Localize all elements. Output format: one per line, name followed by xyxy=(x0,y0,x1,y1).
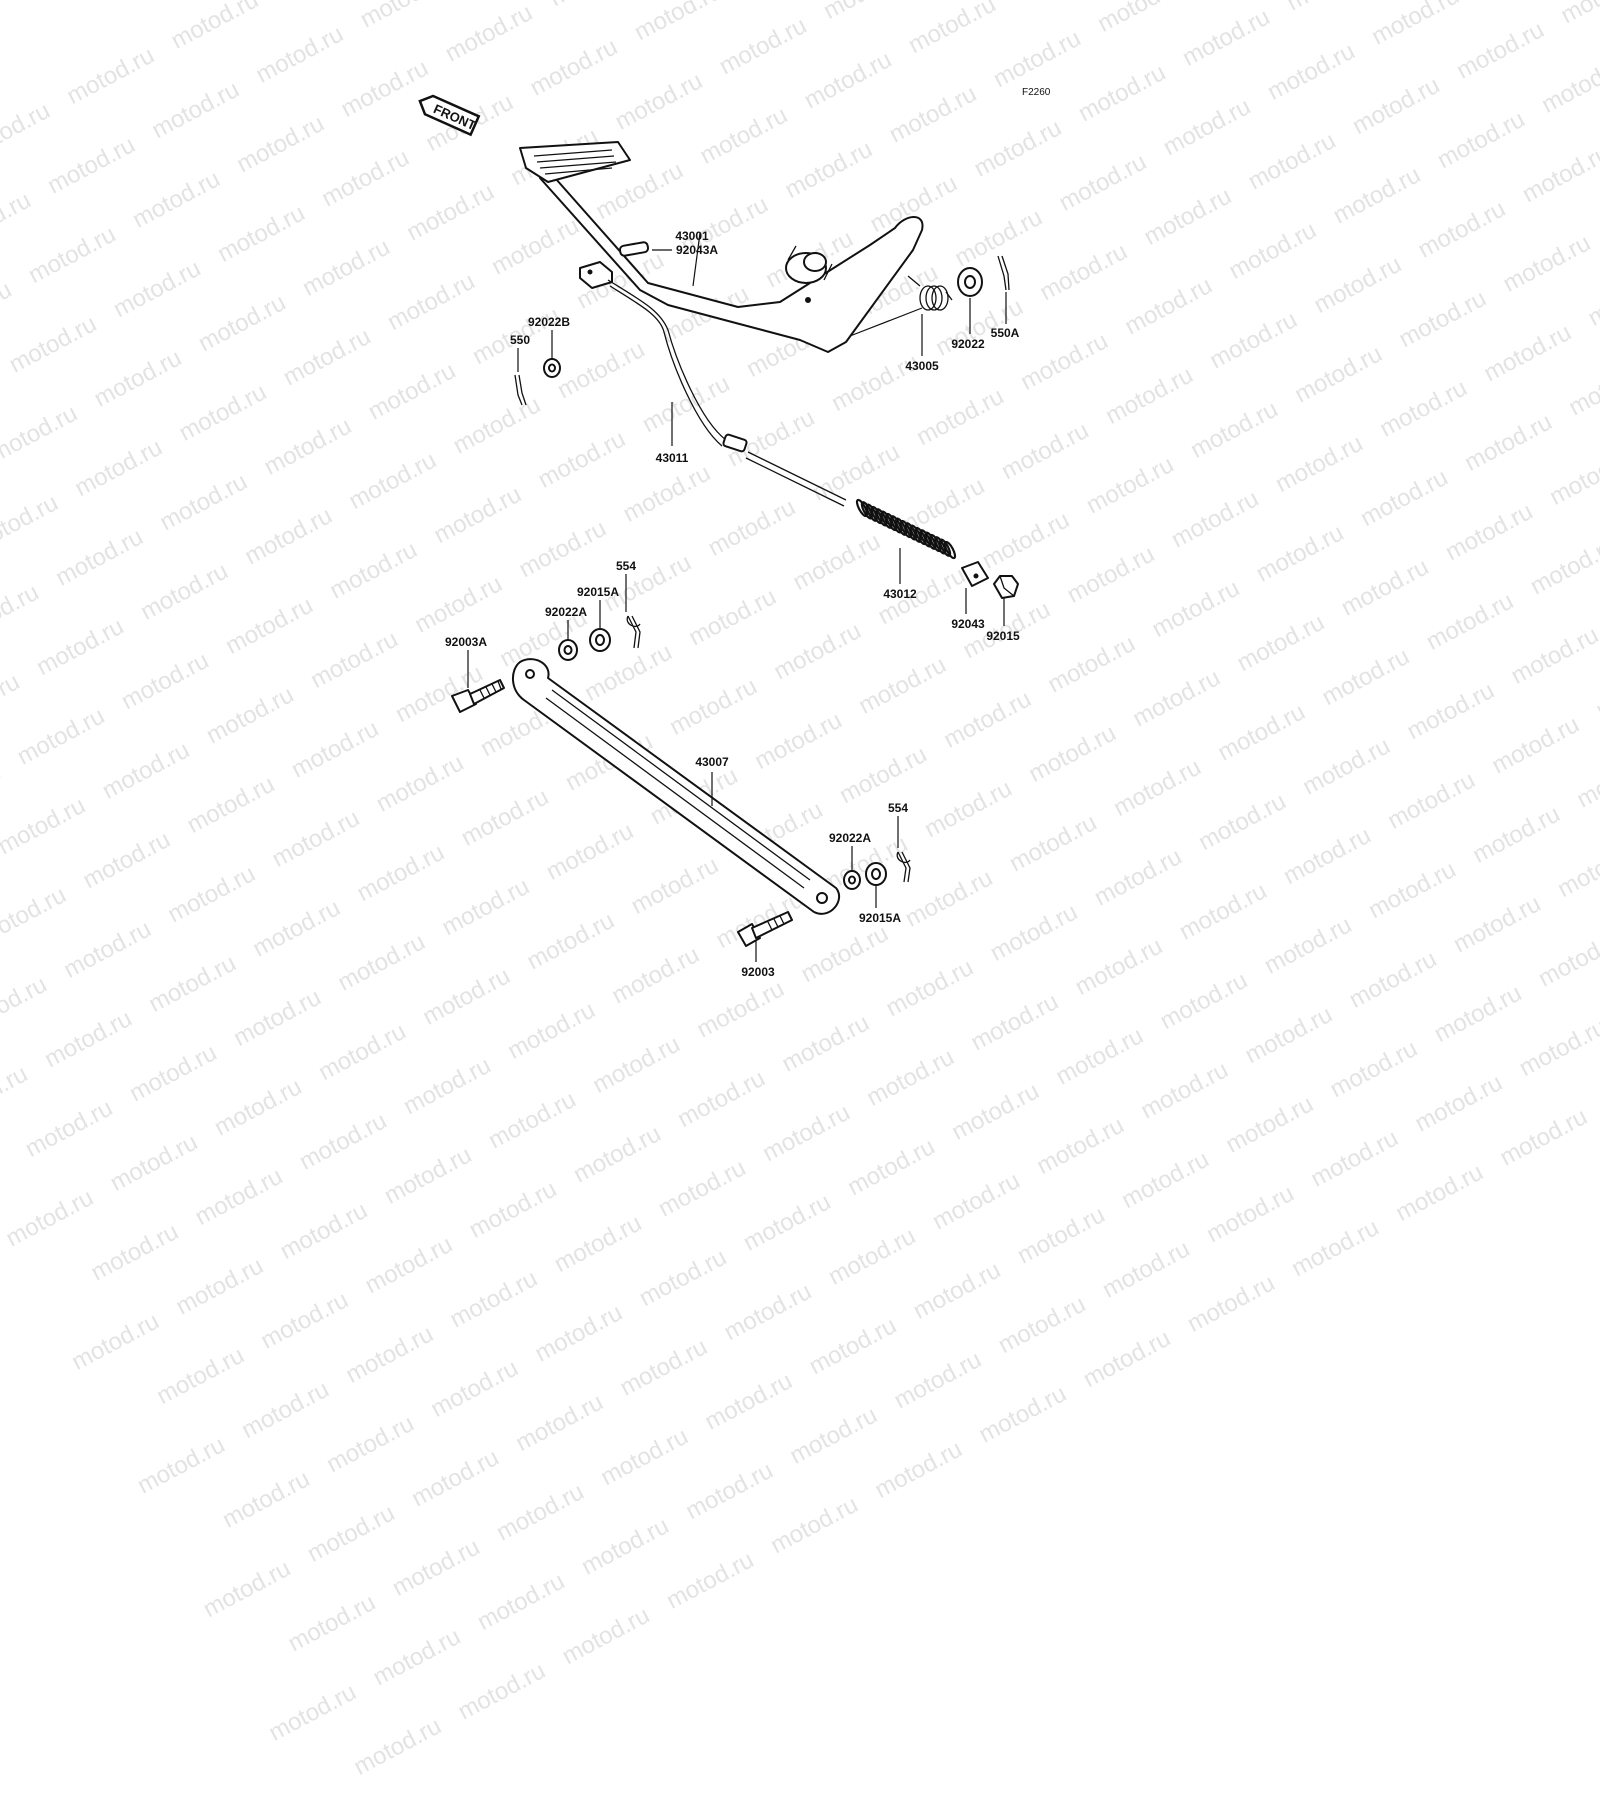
watermark-text: motod.ru xyxy=(1287,1214,1384,1283)
rod-spring: 43012 xyxy=(855,499,957,601)
watermark-text: motod.ru xyxy=(237,1376,334,1445)
part-label-554-lower: 554 xyxy=(888,801,908,815)
part-label-43007: 43007 xyxy=(695,755,729,769)
watermark-text: motod.ru xyxy=(766,1491,863,1560)
watermark-text: motod.ru xyxy=(388,1533,485,1602)
watermark-text: motod.ru xyxy=(824,1222,921,1291)
watermark-text: motod.ru xyxy=(596,1423,693,1492)
diagram-code: F2260 xyxy=(1022,87,1051,98)
watermark-text: motod.ru xyxy=(615,1333,712,1402)
part-label-92015A-upper: 92015A xyxy=(577,585,619,599)
watermark-text: motod.ru xyxy=(473,1568,570,1637)
pedal-washer: 92022 xyxy=(951,268,985,351)
part-label-92043: 92043 xyxy=(951,617,985,631)
part-label-43011: 43011 xyxy=(656,451,689,465)
watermark-text: motod.ru xyxy=(284,1589,381,1658)
watermark-text: motod.ru xyxy=(446,1265,543,1334)
watermark-text: motod.ru xyxy=(1183,1269,1280,1338)
watermark-text: motod.ru xyxy=(550,1210,647,1279)
watermark-text: motod.ru xyxy=(870,1436,967,1505)
watermark-text: motod.ru xyxy=(531,1299,628,1368)
part-label-92022B: 92022B xyxy=(528,315,570,329)
watermark-text: motod.ru xyxy=(720,1278,817,1347)
pedal-cotter-pin-icon: 550A xyxy=(991,256,1020,340)
watermark-text: motod.ru xyxy=(341,1320,438,1389)
part-label-92043A: 92043A xyxy=(676,243,718,257)
watermark-text: motod.ru xyxy=(511,1389,608,1458)
part-label-92022A-lower: 92022A xyxy=(829,831,871,845)
watermark-text: motod.ru xyxy=(426,1354,523,1423)
watermark-text: motod.ru xyxy=(785,1401,882,1470)
lower-cotter-pin-icon: 554 xyxy=(888,801,910,882)
part-label-43005: 43005 xyxy=(905,359,939,373)
watermark-text: motod.ru xyxy=(1013,1201,1110,1270)
part-label-43001: 43001 xyxy=(675,229,709,243)
watermark-text: motod.ru xyxy=(994,1291,1091,1360)
torque-link: 43007 xyxy=(513,659,839,914)
watermark-text: motod.ru xyxy=(407,1444,504,1513)
watermark-text: motod.ru xyxy=(87,1218,184,1287)
upper-washer: 92022A xyxy=(545,605,587,660)
part-label-554-upper: 554 xyxy=(616,559,636,573)
watermark-text: motod.ru xyxy=(152,1342,249,1411)
watermark-text: motod.ru xyxy=(454,1657,551,1726)
watermark-text: motod.ru xyxy=(264,1678,361,1747)
watermark-text: motod.ru xyxy=(577,1512,674,1581)
part-label-92015A-lower: 92015A xyxy=(859,911,901,925)
watermark-text: motod.ru xyxy=(805,1312,902,1381)
watermark-text: motod.ru xyxy=(681,1457,778,1526)
watermark-text: motod.ru xyxy=(492,1478,589,1547)
part-label-43012: 43012 xyxy=(883,587,917,601)
watermark-text: motod.ru xyxy=(199,1555,296,1624)
lower-nut: 92015A xyxy=(859,863,901,925)
watermark-text: motod.ru xyxy=(1098,1235,1195,1304)
watermark-text: motod.ru xyxy=(635,1244,732,1313)
watermark-text: motod.ru xyxy=(662,1546,759,1615)
part-label-92003: 92003 xyxy=(741,965,775,979)
watermark-text: motod.ru xyxy=(67,1308,164,1377)
upper-cotter-pin-icon: 554 xyxy=(616,559,640,648)
lower-bolt: 92003 xyxy=(738,912,792,979)
watermark-text: motod.ru xyxy=(558,1602,655,1671)
clevis-cotter-pin-icon: 550 xyxy=(510,333,530,405)
watermark-text: motod.ru xyxy=(890,1346,987,1415)
watermark-text: motod.ru xyxy=(171,1252,268,1321)
lower-washer: 92022A xyxy=(829,831,871,889)
watermark-text: motod.ru xyxy=(1079,1325,1176,1394)
watermark-text: motod.ru xyxy=(303,1499,400,1568)
part-label-92003A: 92003A xyxy=(445,635,487,649)
part-label-92022A-upper: 92022A xyxy=(545,605,587,619)
brake-pedal: 43001 xyxy=(520,142,923,352)
watermark-text: motod.ru xyxy=(322,1410,419,1479)
clevis-washer: 92022B xyxy=(528,315,570,377)
watermark-text: motod.ru xyxy=(700,1367,797,1436)
watermark-text: motod.ru xyxy=(349,1712,446,1781)
upper-bolt: 92003A xyxy=(445,635,504,712)
part-label-550: 550 xyxy=(510,333,530,347)
part-label-92022-pedal: 92022 xyxy=(951,337,985,351)
watermark-text: motod.ru xyxy=(218,1465,315,1534)
parts-diagram: F2260 FRONT 43001 xyxy=(0,0,1600,1200)
watermark-text: motod.ru xyxy=(276,1197,373,1266)
watermark-text: motod.ru xyxy=(256,1286,353,1355)
part-label-92015: 92015 xyxy=(986,629,1020,643)
clevis-pin: 92043A xyxy=(619,242,718,257)
rod-joint: 92043 xyxy=(951,562,988,631)
adjust-nut: 92015 xyxy=(986,576,1020,643)
watermark-text: motod.ru xyxy=(361,1231,458,1300)
watermark-text: motod.ru xyxy=(369,1623,466,1692)
watermark-text: motod.ru xyxy=(909,1256,1006,1325)
front-arrow-icon: FRONT xyxy=(416,92,480,135)
part-label-550A: 550A xyxy=(991,326,1020,340)
watermark-text: motod.ru xyxy=(975,1380,1072,1449)
watermark-text: motod.ru xyxy=(133,1431,230,1500)
